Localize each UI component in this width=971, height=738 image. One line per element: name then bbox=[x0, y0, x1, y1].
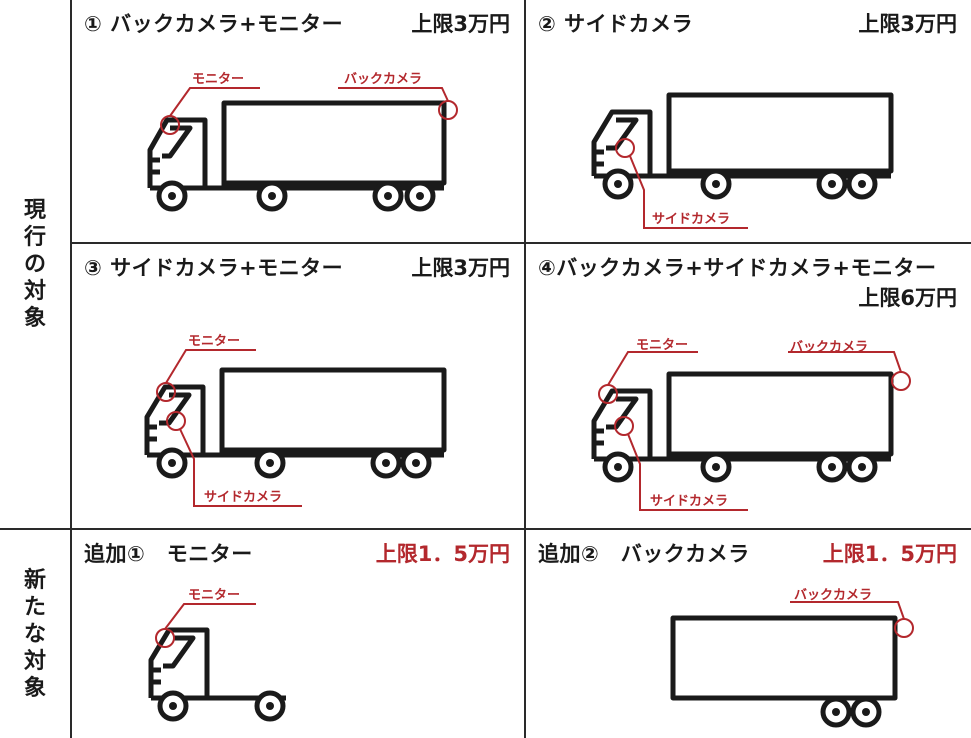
callout-back-camera: バックカメラ bbox=[794, 588, 873, 603]
truck-illustration bbox=[147, 87, 458, 212]
cell-limit: 上限1．5万円 bbox=[375, 542, 510, 566]
callout-back-camera: バックカメラ bbox=[344, 72, 423, 87]
row-label-char: 象 bbox=[23, 305, 46, 331]
callout-side-camera: サイドカメラ bbox=[204, 490, 283, 505]
row-label-char: な bbox=[23, 621, 46, 647]
cell-limit: 上限1．5万円 bbox=[822, 542, 957, 566]
grid-line-middle bbox=[524, 0, 526, 738]
cell-limit: 上限3万円 bbox=[411, 12, 510, 36]
cell-side-camera: ② サイドカメラ 上限3万円 サイドカメラ bbox=[526, 0, 971, 242]
callout-side-camera: サイドカメラ bbox=[650, 494, 729, 509]
callout-monitor: モニター bbox=[188, 588, 241, 603]
trailer-illustration bbox=[670, 601, 914, 728]
callout-monitor: モニター bbox=[192, 72, 245, 87]
row-label-char: 対 bbox=[23, 648, 46, 674]
cell-limit: 上限6万円 bbox=[858, 286, 957, 310]
row-label-char: た bbox=[23, 594, 46, 620]
cell-title: ① バックカメラ+モニター bbox=[84, 12, 344, 36]
truck-illustration bbox=[591, 92, 894, 229]
cell-added-monitor: 追加① モニター 上限1．5万円 モニター bbox=[72, 530, 524, 738]
grid-line-section bbox=[0, 528, 971, 530]
cell-added-back-camera: 追加② バックカメラ 上限1．5万円 バックカメラ bbox=[526, 530, 971, 738]
row-label-char: 行 bbox=[23, 224, 46, 250]
cell-title: ④バックカメラ+サイドカメラ+モニター bbox=[538, 256, 937, 280]
callout-back-camera: バックカメラ bbox=[790, 340, 869, 355]
grid-line-left bbox=[70, 0, 72, 738]
row-label-char: 対 bbox=[23, 278, 46, 304]
cell-title: 追加① モニター bbox=[84, 542, 253, 566]
row-label-char: 象 bbox=[23, 675, 46, 701]
cell-limit: 上限3万円 bbox=[411, 256, 510, 280]
row-label-new: 新 た な 対 象 bbox=[0, 530, 70, 738]
row-label-current: 現 行 の 対 象 bbox=[0, 0, 70, 528]
row-label-char: 現 bbox=[23, 197, 46, 223]
truck-illustration bbox=[591, 351, 911, 511]
row-label-char: の bbox=[23, 251, 46, 277]
cell-title: ③ サイドカメラ+モニター bbox=[84, 256, 344, 280]
cell-back-side-camera-monitor: ④バックカメラ+サイドカメラ+モニター 上限6万円 モニター バ bbox=[526, 244, 971, 528]
cell-limit: 上限3万円 bbox=[858, 12, 957, 36]
grid-line-row1 bbox=[70, 242, 971, 244]
truck-illustration bbox=[144, 349, 447, 507]
cell-title: 追加② バックカメラ bbox=[538, 542, 750, 566]
cell-back-camera-monitor: ① バックカメラ+モニター 上限3万円 モニター バックカメラ bbox=[72, 0, 524, 242]
callout-monitor: モニター bbox=[636, 338, 689, 353]
cell-side-camera-monitor: ③ サイドカメラ+モニター 上限3万円 モニター サイドカメラ bbox=[72, 244, 524, 528]
cell-title: ② サイドカメラ bbox=[538, 12, 694, 36]
row-label-char: 新 bbox=[23, 567, 46, 593]
tractor-illustration bbox=[148, 603, 286, 722]
callout-side-camera: サイドカメラ bbox=[652, 212, 731, 227]
callout-monitor: モニター bbox=[188, 334, 241, 349]
